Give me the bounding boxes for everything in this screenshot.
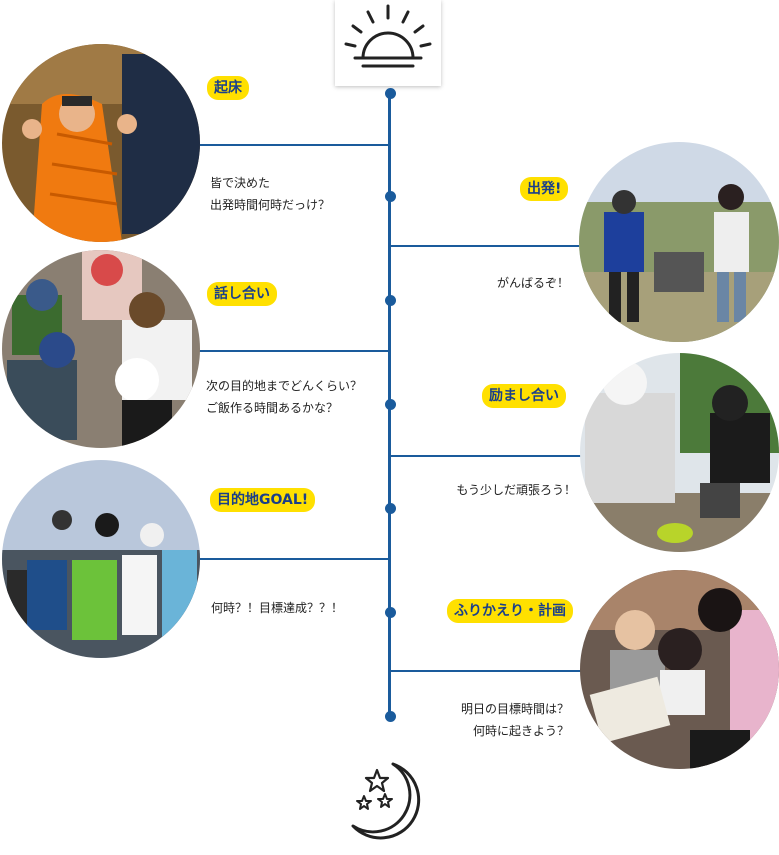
caption-discussion: 次の目的地までどんくらい？ ご飯作る時間あるかな？ [206, 375, 362, 419]
connector-line [389, 245, 581, 247]
caption-line: 出発時間何時だっけ？ [210, 198, 331, 212]
caption-wakeup: 皆で決めた 出発時間何時だっけ？ [210, 172, 330, 216]
caption-line: もう少しだ頑張ろう！ [456, 483, 576, 497]
photo-goal [2, 460, 200, 658]
timeline-dot [384, 606, 396, 618]
moon-stars-icon [345, 756, 425, 846]
connector-line [197, 144, 389, 146]
timeline-dot [384, 190, 396, 202]
tag-encourage: 励まし合い [482, 384, 566, 408]
sunrise-icon [344, 4, 432, 68]
caption-departure: がんばるぞ！ [497, 272, 569, 294]
timeline-dot [384, 87, 396, 99]
connector-line [197, 350, 389, 352]
timeline-dot [384, 398, 396, 410]
tag-departure: 出発! [520, 177, 569, 201]
connector-line [389, 670, 581, 672]
caption-line: 次の目的地までどんくらい？ [206, 379, 363, 393]
timeline-dot [384, 710, 396, 722]
tag-reflection: ふりかえり・計画 [447, 599, 573, 623]
connector-line [197, 558, 389, 560]
connector-line [389, 455, 581, 457]
tag-discussion: 話し合い [207, 282, 277, 306]
photo-wakeup [2, 44, 200, 242]
caption-reflection: 明日の目標時間は？ 何時に起きよう？ [461, 698, 569, 742]
sunrise-icon-box [335, 0, 441, 86]
caption-line: がんばるぞ！ [496, 276, 569, 290]
photo-reflection [580, 570, 779, 769]
caption-line: ご飯作る時間あるかな？ [206, 401, 339, 415]
caption-line: 明日の目標時間は？ [460, 702, 569, 716]
timeline-dot [384, 502, 396, 514]
caption-encourage: もう少しだ頑張ろう！ [456, 479, 576, 501]
caption-goal: 何時？！目標達成？？！ [211, 597, 343, 619]
tag-wakeup: 起床 [207, 76, 249, 100]
photo-discussion [2, 250, 200, 448]
tag-goal: 目的地GOAL! [210, 488, 316, 512]
photo-departure [579, 142, 779, 342]
caption-line: 何時に起きよう？ [472, 724, 569, 738]
caption-line: 皆で決めた [210, 176, 271, 190]
timeline-dot [384, 294, 396, 306]
photo-encourage [580, 353, 779, 552]
caption-line: 何時？！目標達成？？！ [211, 601, 344, 615]
